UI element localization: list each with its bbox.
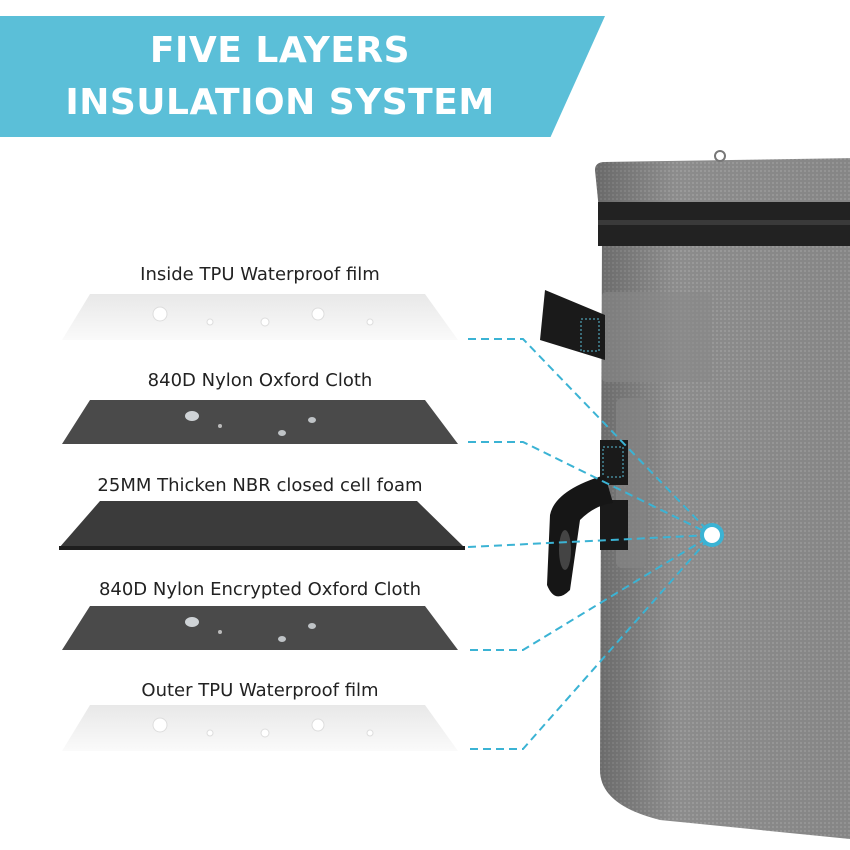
layer-1-sheet	[62, 294, 458, 340]
layer-3-label: 25MM Thicken NBR closed cell foam	[97, 475, 423, 496]
layer-1-label: Inside TPU Waterproof film	[140, 264, 380, 285]
title-banner	[0, 16, 605, 137]
layer-5-sheet	[62, 705, 458, 751]
handle-strap	[540, 290, 605, 360]
title-line-1: FIVE LAYERS	[149, 30, 411, 71]
layer-2-sheet	[62, 400, 458, 444]
layer-5-label: Outer TPU Waterproof film	[141, 680, 379, 701]
side-hook	[547, 440, 628, 597]
layer-3-sheet	[59, 501, 465, 550]
layer-4-sheet	[62, 606, 458, 650]
layer-2-label: 840D Nylon Oxford Cloth	[147, 370, 373, 391]
layer-4-label: 840D Nylon Encrypted Oxford Cloth	[98, 579, 422, 600]
title-line-2: INSULATION SYSTEM	[65, 82, 495, 123]
